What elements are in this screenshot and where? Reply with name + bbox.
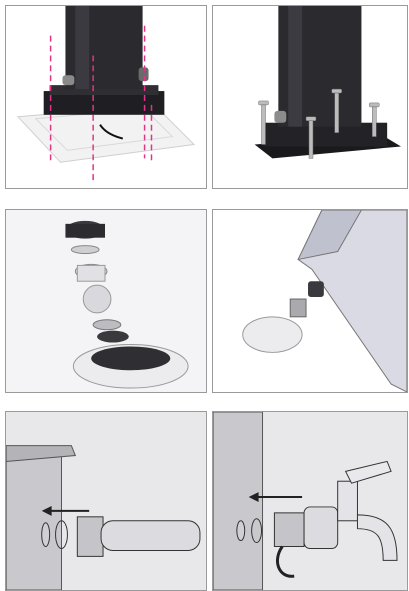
step-5-panel: [5, 411, 207, 591]
step-4-panel: [212, 209, 408, 393]
step-1-panel: [5, 5, 207, 189]
step-2-panel: [212, 5, 408, 189]
step-6-panel: [212, 411, 408, 591]
base-screws-icon: [254, 6, 401, 159]
tap-connector-icon: [213, 412, 407, 590]
step-3-panel: [5, 209, 207, 393]
floor-mounting-template-icon: [16, 6, 196, 183]
hose-connector-icon: [6, 412, 206, 590]
shower-head-attach-icon: [242, 210, 407, 392]
shower-head-parts-icon: [6, 210, 206, 392]
